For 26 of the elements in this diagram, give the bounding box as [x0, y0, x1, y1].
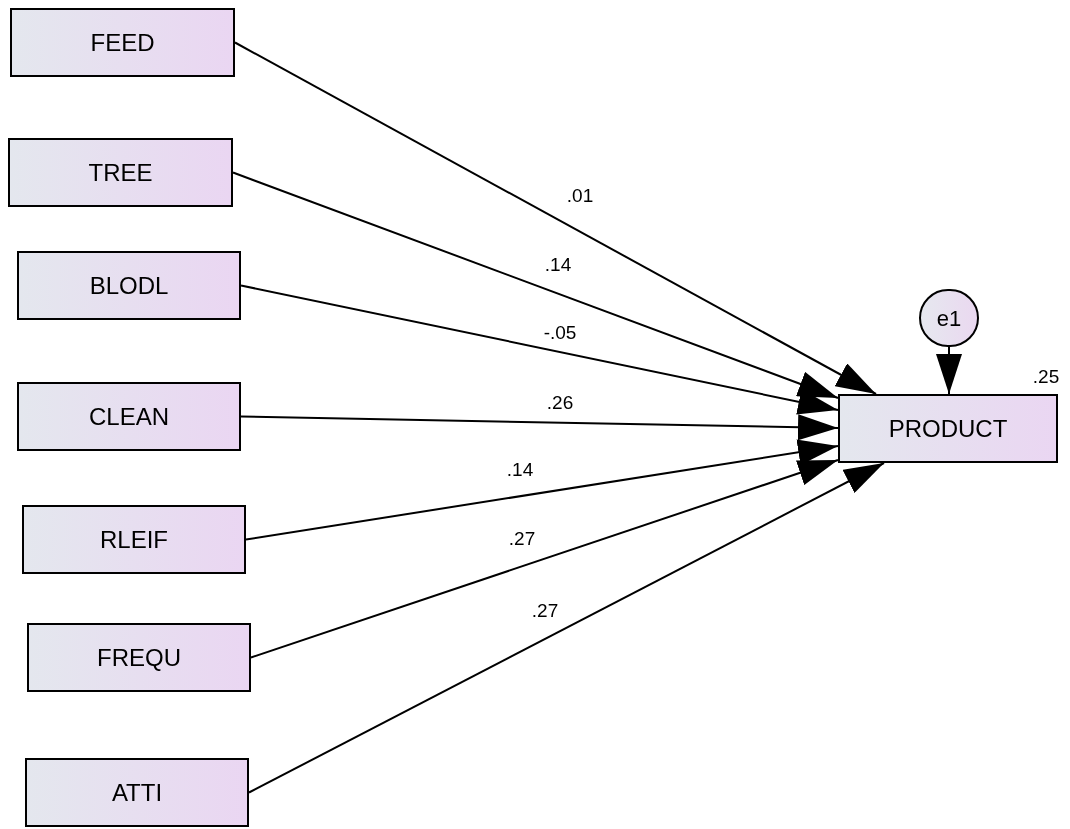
arrow [240, 284, 839, 415]
arrow [250, 459, 839, 659]
node-label: FREQU [97, 642, 181, 673]
arrow [232, 171, 839, 399]
r-squared-label: .25 [1032, 366, 1060, 386]
variable-box [17, 251, 241, 320]
node-label: TREE [88, 157, 153, 188]
arrow [245, 439, 839, 541]
arrow [936, 346, 962, 395]
variable-box [17, 382, 241, 451]
node-label: BLODL [89, 270, 169, 301]
variable-box [22, 505, 246, 574]
variable-box [25, 758, 249, 827]
node-label: e1 [936, 304, 962, 333]
node-label: RLEIF [100, 524, 168, 555]
node-label: CLEAN [89, 401, 169, 432]
variable-box [838, 394, 1058, 463]
variable-box [8, 138, 233, 207]
variable-box [27, 623, 251, 692]
node-label: ATTI [111, 777, 163, 808]
arrow [248, 462, 885, 794]
arrow [234, 41, 877, 395]
node-label: FEED [90, 27, 155, 58]
variable-box [10, 8, 235, 77]
arrow [240, 414, 839, 441]
node-label: PRODUCT [888, 413, 1008, 444]
